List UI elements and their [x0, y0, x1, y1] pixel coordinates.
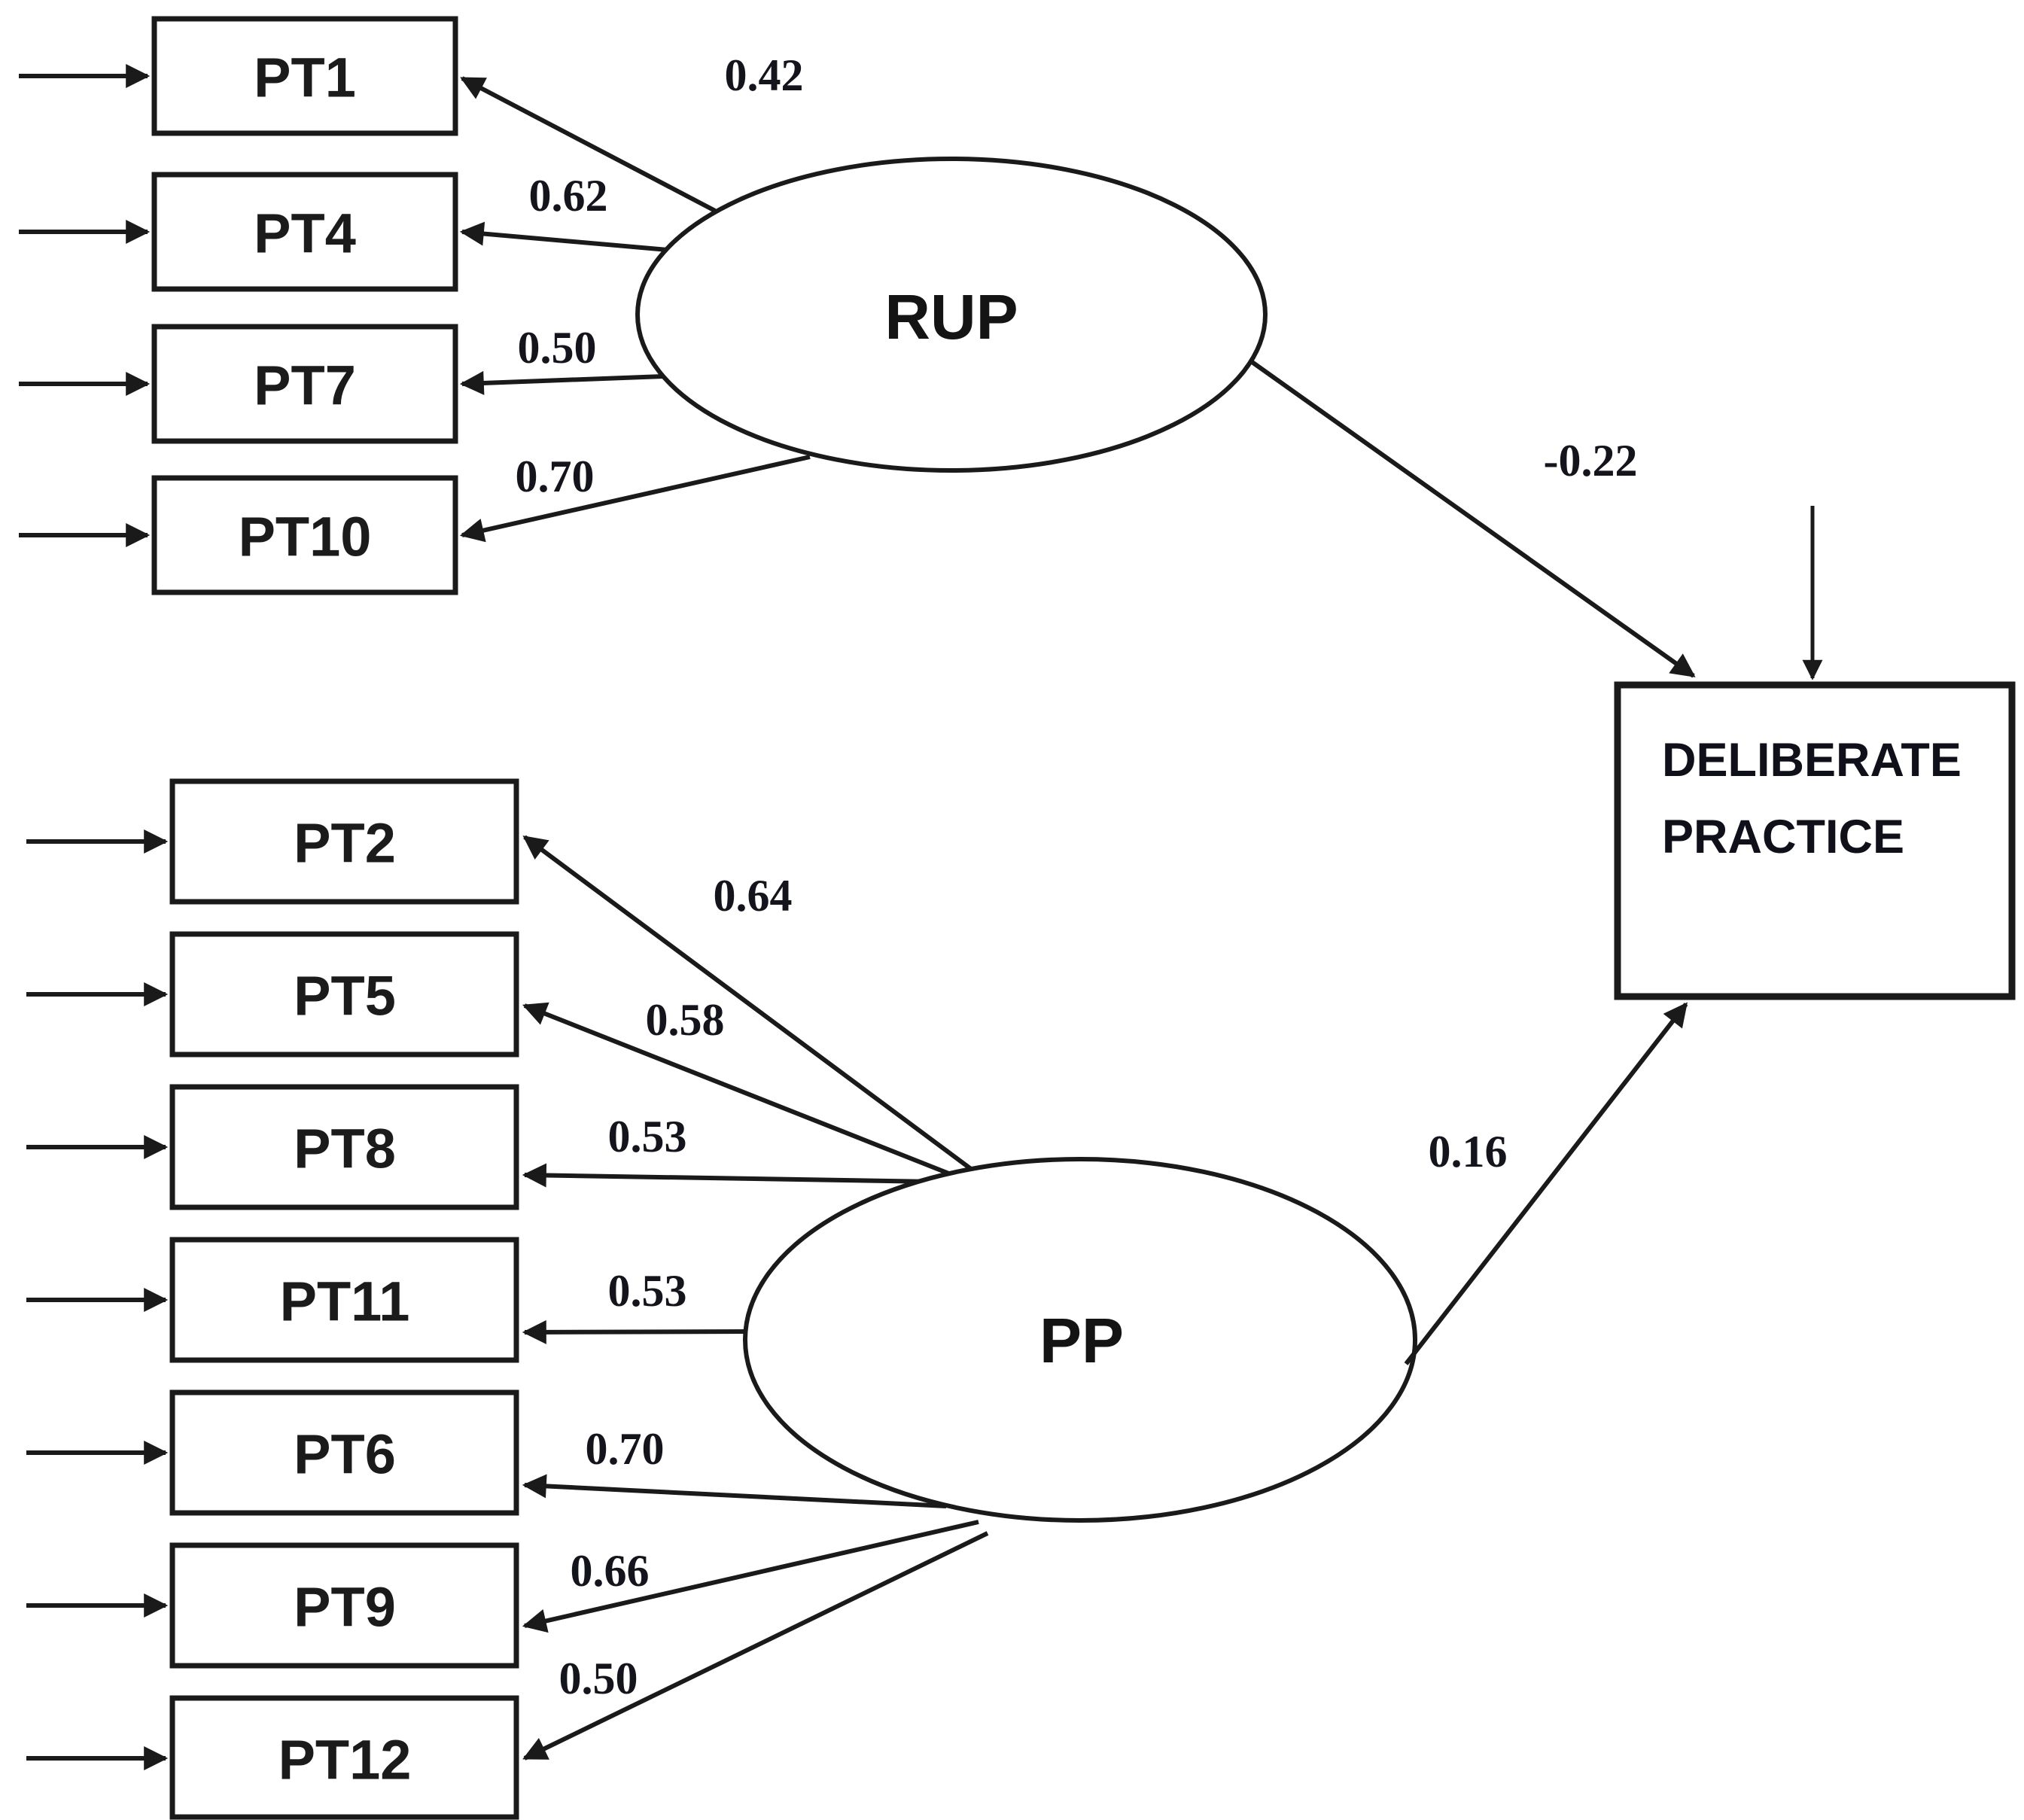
indicator-label-pt4: PT4	[254, 202, 356, 265]
indicator-box-pt9	[169, 1542, 519, 1669]
loading-arrow-pp-pt6	[522, 1474, 947, 1508]
loading-value-pt10: 0.70	[516, 452, 595, 501]
indicator-box-pt6	[169, 1389, 519, 1516]
indicator-box-pt1	[151, 16, 458, 136]
structural-path-pp-dp	[1404, 1002, 1688, 1365]
loading-arrow-pp-pt5	[522, 1002, 952, 1176]
loading-value-pt2: 0.64	[714, 871, 793, 921]
indicator-label-pt6: PT6	[294, 1423, 396, 1486]
loading-arrow-rup-pt4	[459, 221, 668, 252]
loading-value-pt4: 0.62	[529, 171, 608, 221]
outcome-box-deliberate-practice	[1614, 681, 2016, 1000]
loading-arrow-pp-pt12	[522, 1531, 989, 1761]
indicator-label-pt10: PT10	[239, 506, 372, 568]
indicator-label-pt8: PT8	[294, 1118, 396, 1180]
indicator-label-pt9: PT9	[294, 1576, 396, 1639]
loading-value-pt1: 0.42	[725, 50, 804, 100]
loading-arrow-pp-pt2	[522, 835, 972, 1171]
loading-value-pt5: 0.58	[646, 995, 725, 1045]
path-coefficient-pp-dp: 0.16	[1429, 1127, 1508, 1176]
indicator-label-pt2: PT2	[294, 812, 396, 875]
loading-arrow-rup-pt1	[460, 76, 717, 213]
structural-path-rup-dp	[1249, 359, 1696, 678]
indicator-label-pt12: PT12	[278, 1729, 412, 1791]
loading-arrow-pp-pt9	[522, 1520, 979, 1633]
latent-label-pp: PP	[1039, 1305, 1124, 1376]
indicator-box-pt4	[151, 172, 458, 292]
indicator-label-pt11: PT11	[280, 1271, 410, 1333]
loading-value-pt8: 0.53	[608, 1112, 687, 1161]
indicator-box-pt11	[169, 1237, 519, 1363]
indicator-label-pt1: PT1	[254, 47, 356, 109]
outcome-label-line1: DELIBERATE	[1662, 734, 1962, 787]
latent-ellipse-pp	[743, 1157, 1417, 1523]
indicator-box-pt2	[169, 778, 519, 905]
loading-value-pt12: 0.50	[559, 1654, 638, 1703]
loading-arrow-rup-pt10	[459, 455, 811, 543]
indicator-box-pt7	[151, 324, 458, 444]
loading-value-pt11: 0.53	[608, 1266, 687, 1316]
loading-arrow-pp-pt8	[522, 1163, 934, 1188]
latent-ellipse-rup	[635, 157, 1268, 473]
loading-value-pt9: 0.66	[571, 1546, 650, 1596]
indicator-box-pt12	[169, 1695, 519, 1820]
indicator-label-pt7: PT7	[254, 355, 356, 417]
indicator-box-pt8	[169, 1084, 519, 1210]
loading-value-pt7: 0.50	[518, 323, 597, 373]
indicator-label-pt5: PT5	[294, 965, 396, 1027]
path-coefficient-rup-dp: -0.22	[1544, 436, 1638, 485]
indicator-box-pt5	[169, 931, 519, 1058]
indicator-box-pt10	[151, 475, 458, 595]
latent-label-rup: RUP	[884, 282, 1018, 352]
outcome-label-line2: PRACTICE	[1662, 811, 1904, 863]
loading-value-pt6: 0.70	[586, 1424, 665, 1474]
loading-arrow-rup-pt7	[459, 370, 664, 395]
